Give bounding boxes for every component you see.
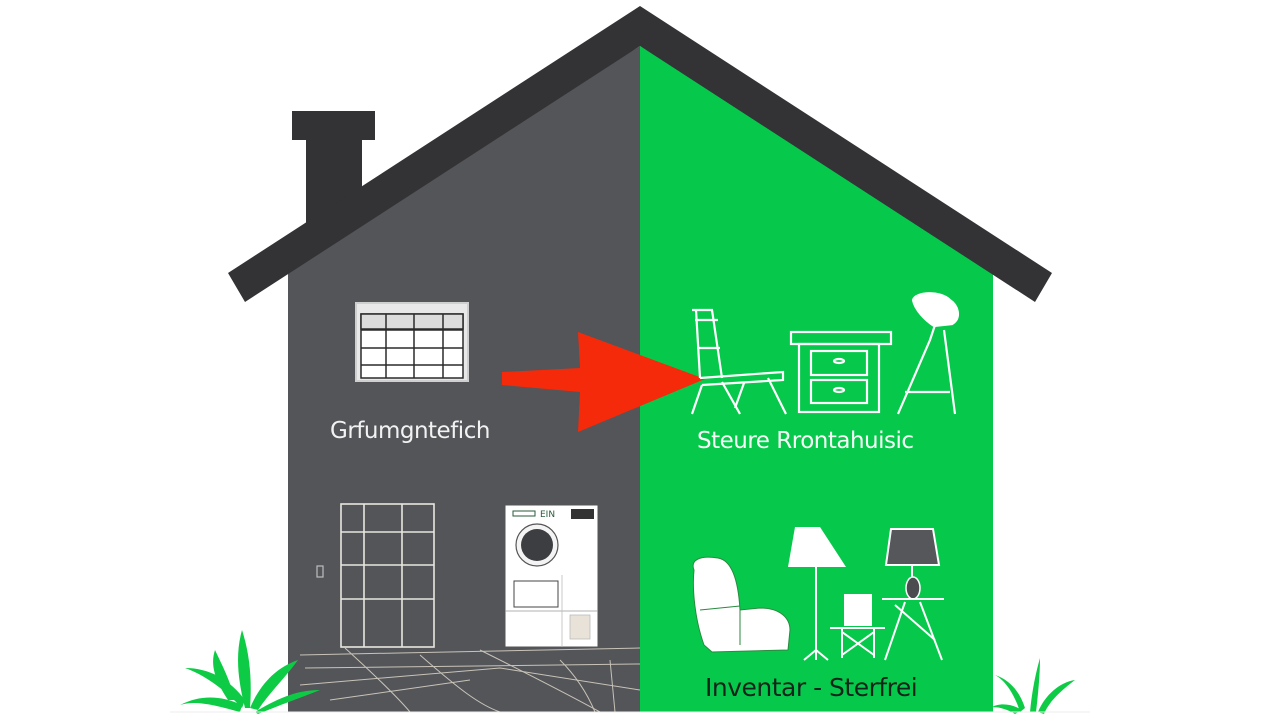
bar-stool-icon: [896, 292, 959, 415]
folding-chair-icon: [830, 594, 885, 658]
side-table-icon: [882, 598, 944, 661]
left-half-label: Grfumgntefich: [330, 418, 490, 444]
arrow-icon: [502, 332, 705, 432]
washing-machine-brand: EIN: [540, 510, 555, 520]
inventory-label: Inventar - Sterfrei: [705, 673, 918, 702]
right-half-label: Steure Rrontahuisic: [697, 428, 914, 454]
window-icon: [355, 302, 469, 382]
nightstand-icon: [789, 330, 893, 414]
table-lamp-icon: [884, 528, 941, 600]
washing-machine-icon: [504, 504, 599, 648]
plant-left-icon: [180, 630, 320, 714]
armchair-icon: [692, 556, 791, 653]
chair-icon: [690, 308, 787, 415]
light-switch-icon: [316, 565, 324, 578]
tiled-floor: [299, 647, 641, 713]
plant-right-icon: [990, 658, 1075, 714]
cabinet-icon: [340, 503, 435, 648]
floor-lamp-icon: [788, 527, 846, 661]
